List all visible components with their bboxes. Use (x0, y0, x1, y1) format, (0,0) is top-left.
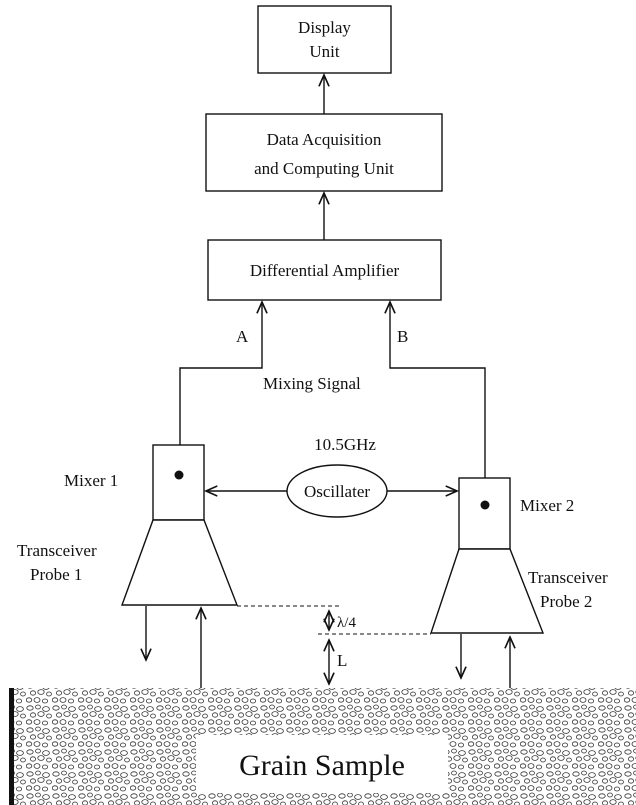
grain-sample-left-wall (9, 688, 14, 805)
probe-1-label-line2: Probe 1 (30, 565, 82, 584)
display-unit-label-line2: Unit (309, 42, 340, 61)
differential-amplifier-label: Differential Amplifier (250, 261, 400, 280)
mixer-1-box (152, 444, 205, 521)
grain-sample-label-background (196, 735, 448, 793)
probe-2-label-line2: Probe 2 (540, 592, 592, 611)
oscillator-label: Oscillater (304, 482, 370, 501)
differential-amplifier-box (207, 239, 442, 301)
transceiver-probe-2-horn (430, 548, 545, 634)
probe-2-label-line1: Transceiver (528, 568, 608, 587)
data-acquisition-label-line1: Data Acquisition (267, 130, 382, 149)
mixing-signal-label: Mixing Signal (263, 374, 361, 393)
display-unit-label-line1: Display (298, 18, 351, 37)
mixer-1-dot (174, 470, 184, 480)
transceiver-probe-1-horn (120, 519, 239, 606)
signal-a-line (179, 302, 262, 445)
mixer-1-label: Mixer 1 (64, 471, 118, 490)
probe-1-label-line1: Transceiver (17, 541, 97, 560)
signal-b-line (390, 302, 486, 478)
grain-sample-label: Grain Sample (239, 749, 405, 782)
data-acquisition-label-line2: and Computing Unit (254, 159, 394, 178)
display-unit-box (257, 5, 392, 74)
signal-b-label: B (397, 327, 408, 346)
quarter-wave-label: λ/4 (337, 615, 356, 631)
mixer-2-dot (480, 500, 490, 510)
mixer-2-box (458, 477, 511, 550)
mixer-2-label: Mixer 2 (520, 496, 574, 515)
signal-a-label: A (236, 327, 249, 346)
data-acquisition-box (205, 113, 443, 192)
distance-label: L (337, 651, 347, 670)
oscillator-frequency-label: 10.5GHz (314, 435, 376, 454)
